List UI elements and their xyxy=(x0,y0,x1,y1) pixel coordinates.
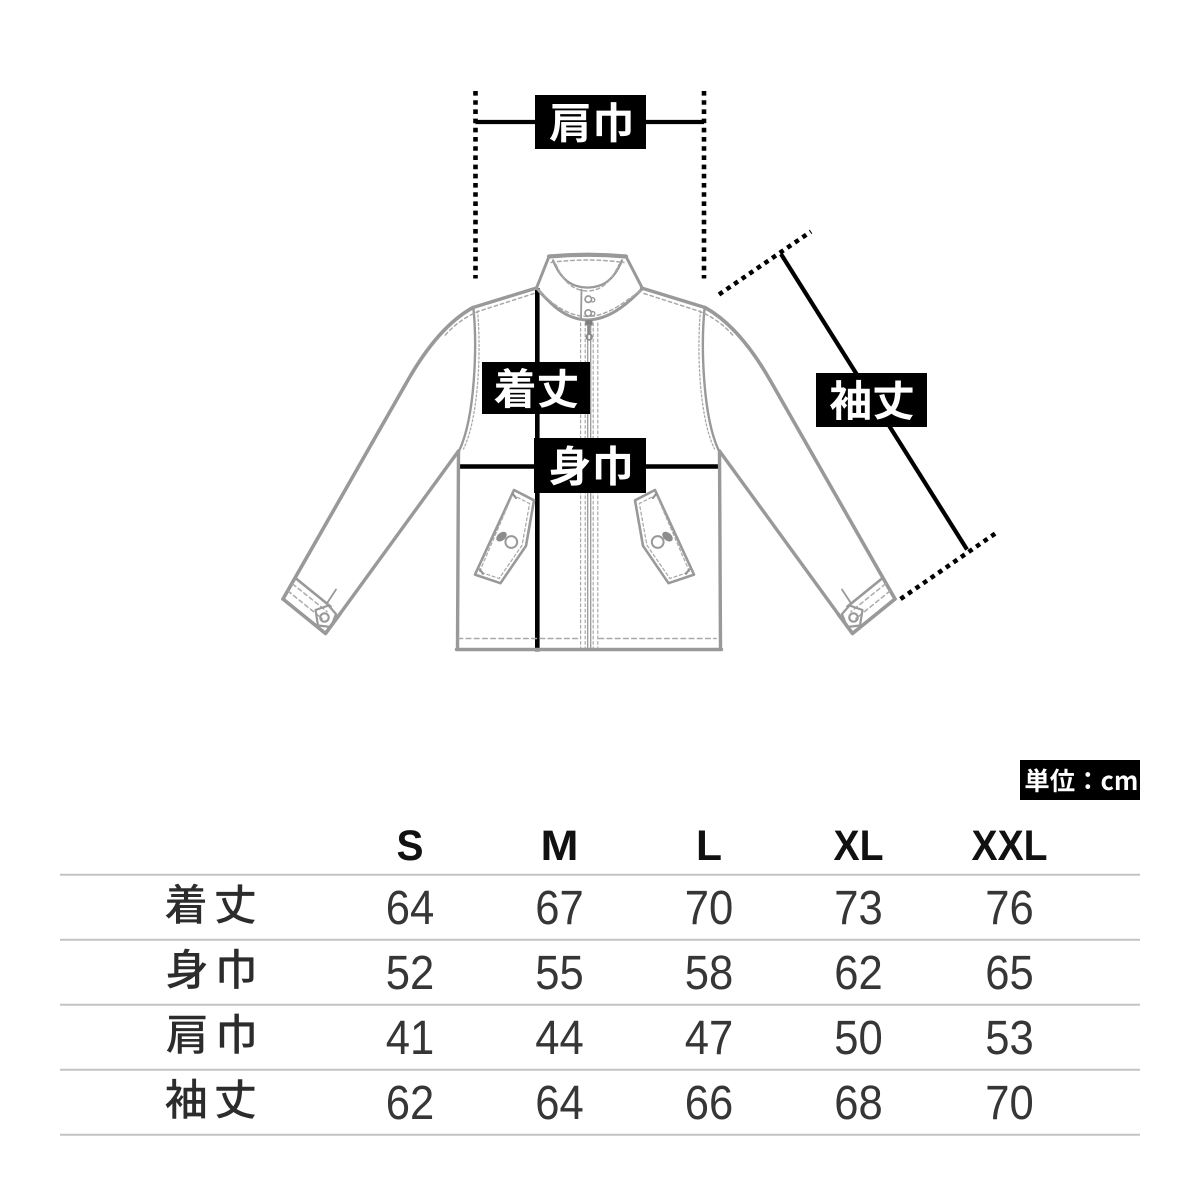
svg-text:44: 44 xyxy=(535,1011,584,1065)
svg-text:67: 67 xyxy=(535,881,584,935)
svg-text:76: 76 xyxy=(985,881,1034,935)
svg-text:66: 66 xyxy=(685,1076,734,1130)
svg-text:XL: XL xyxy=(834,822,884,870)
svg-text:64: 64 xyxy=(535,1076,584,1130)
svg-text:L: L xyxy=(696,822,722,870)
svg-text:58: 58 xyxy=(685,946,734,1000)
svg-text:M: M xyxy=(541,822,579,870)
svg-text:S: S xyxy=(397,822,424,870)
svg-text:62: 62 xyxy=(386,1076,435,1130)
svg-text:64: 64 xyxy=(386,881,435,935)
svg-text:70: 70 xyxy=(685,881,734,935)
svg-text:47: 47 xyxy=(685,1011,734,1065)
svg-text:62: 62 xyxy=(834,946,883,1000)
svg-text:73: 73 xyxy=(834,881,883,935)
svg-text:55: 55 xyxy=(535,946,584,1000)
svg-text:XXL: XXL xyxy=(972,822,1048,870)
svg-text:68: 68 xyxy=(834,1076,883,1130)
svg-text:41: 41 xyxy=(386,1011,435,1065)
svg-text:65: 65 xyxy=(985,946,1034,1000)
svg-text:70: 70 xyxy=(985,1076,1034,1130)
svg-text:50: 50 xyxy=(834,1011,883,1065)
svg-text:53: 53 xyxy=(985,1011,1034,1065)
svg-text:52: 52 xyxy=(386,946,435,1000)
